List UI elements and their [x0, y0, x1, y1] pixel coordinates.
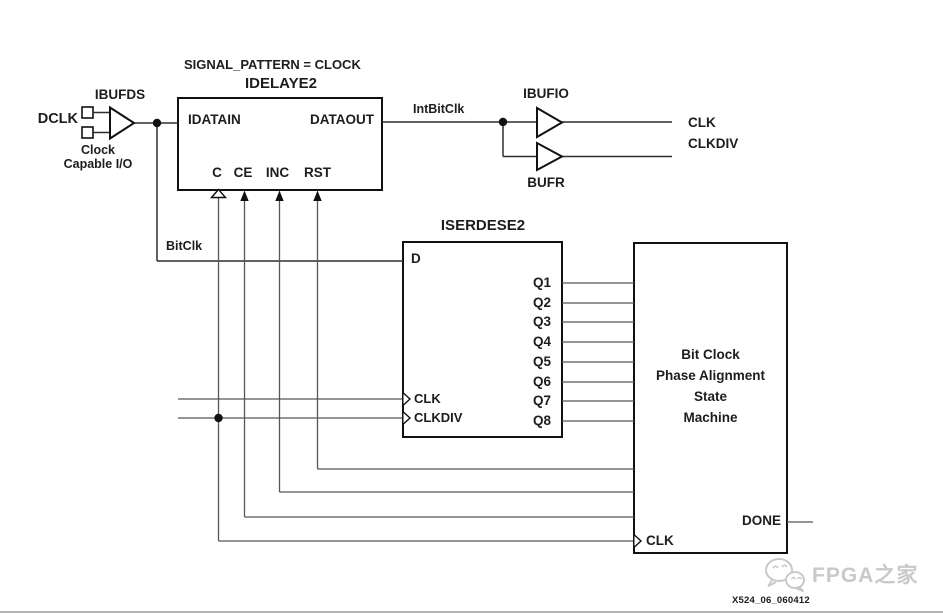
inc-arrowhead-icon	[275, 190, 284, 201]
clkdiv-net-label: CLKDIV	[688, 136, 739, 151]
state-machine-label-line3: State	[693, 389, 727, 404]
ibufio-label: IBUFIO	[523, 86, 569, 101]
intbitclk-junction-dot	[498, 117, 508, 127]
bufr-buffer-icon	[536, 141, 565, 172]
iserdese2-title: ISERDESE2	[440, 217, 526, 234]
state-machine-label-line4: Machine	[683, 410, 738, 425]
diff-pad-p-icon	[81, 106, 94, 119]
clk-net-label: CLK	[688, 115, 716, 130]
state-machine-clk-chevron-icon	[633, 532, 643, 550]
iserdese2-port-q7: Q7	[532, 393, 551, 408]
bitclk-net-label: BitClk	[166, 239, 203, 253]
ibufds-junction-dot	[152, 118, 162, 128]
state-machine-port-done: DONE	[741, 513, 781, 528]
iserdese2-port-q3: Q3	[532, 314, 551, 329]
clkdiv-junction-dot	[214, 413, 223, 423]
clock-capable-line1: Clock	[80, 143, 116, 157]
iserdese2-clk-chevron-icon	[402, 390, 412, 408]
ibufds-label: IBUFDS	[94, 87, 146, 102]
dclk-signal-label: DCLK	[37, 111, 78, 127]
idelaye2-block-outline	[177, 97, 383, 191]
watermark: FPGA之家	[762, 556, 918, 592]
iserdese2-port-d: D	[411, 251, 421, 266]
bottom-divider	[0, 611, 943, 613]
iserdese2-block-outline	[402, 241, 563, 438]
idelaye2-port-rst: RST	[304, 165, 331, 180]
idelaye2-port-idatain: IDATAIN	[188, 112, 241, 127]
iserdese2-port-q1: Q1	[532, 275, 551, 290]
clock-capable-io-note: Clock Capable I/O	[44, 143, 152, 171]
iserdese2-clkdiv-chevron-icon	[402, 409, 412, 427]
ce-arrowhead-icon	[240, 190, 249, 201]
iserdese2-port-q4: Q4	[532, 334, 551, 349]
idelaye2-port-ce: CE	[233, 165, 253, 180]
watermark-text: FPGA之家	[812, 564, 919, 587]
state-machine-port-clk: CLK	[646, 533, 674, 548]
rst-arrowhead-icon	[313, 190, 322, 201]
iserdese2-port-clk: CLK	[414, 391, 441, 406]
iserdese2-port-q6: Q6	[532, 374, 551, 389]
state-machine-label-line2: Phase Alignment	[655, 368, 766, 383]
idelaye2-port-dataout: DATAOUT	[310, 112, 374, 127]
clock-capable-line2: Capable I/O	[63, 156, 133, 171]
signal-pattern-annotation: SIGNAL_PATTERN = CLOCK	[184, 57, 361, 72]
idelaye2-c-clock-chevron-icon	[209, 188, 228, 199]
ibufio-buffer-icon	[536, 106, 564, 139]
figure-code: X524_06_060412	[732, 595, 810, 606]
bufr-label: BUFR	[527, 175, 565, 190]
state-machine-label-line1: Bit Clock	[681, 347, 740, 362]
state-machine-label: Bit Clock Phase Alignment State Machine	[636, 344, 785, 428]
iserdese2-port-q8: Q8	[532, 413, 551, 428]
ibufds-buffer-icon	[109, 105, 136, 141]
idelaye2-port-c: C	[212, 165, 222, 180]
state-machine-block-outline	[633, 242, 788, 554]
iserdese2-port-clkdiv: CLKDIV	[414, 410, 463, 425]
wechat-logo-icon	[765, 558, 805, 592]
idelaye2-title: IDELAYE2	[245, 75, 317, 92]
intbitclk-net-label: IntBitClk	[413, 102, 465, 116]
idelaye2-port-inc: INC	[265, 165, 290, 180]
diff-pad-n-icon	[81, 126, 94, 139]
iserdese2-port-q5: Q5	[532, 354, 551, 369]
iserdese2-port-q2: Q2	[532, 295, 551, 310]
